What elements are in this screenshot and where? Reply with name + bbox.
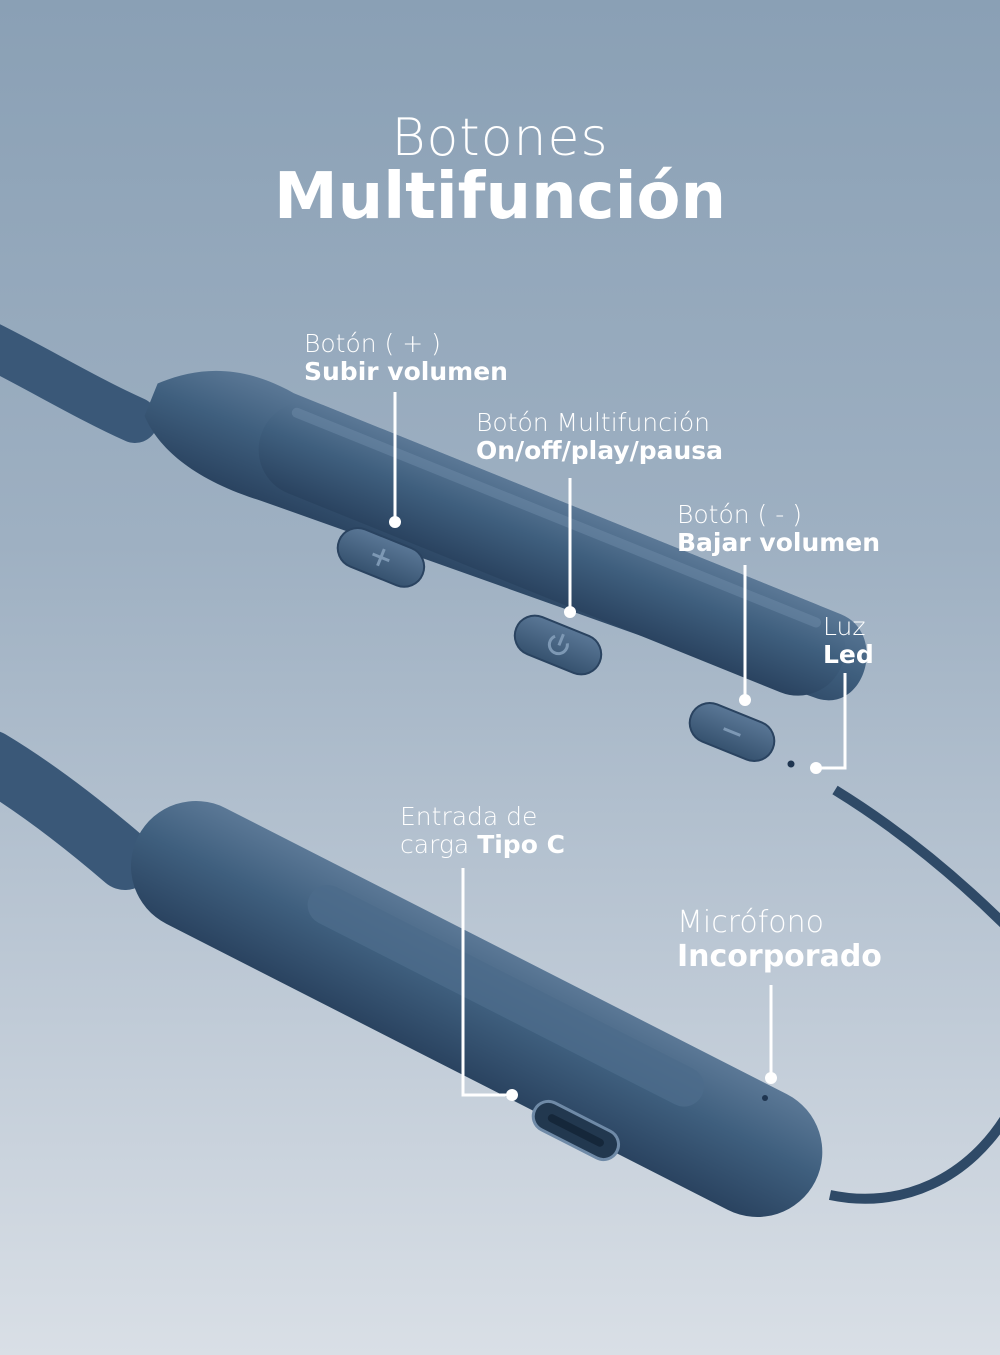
heading-line2: Multifunción <box>273 160 727 234</box>
label-led-line1: Luz <box>823 612 866 641</box>
label-volume-down-line1: Botón ( - ) <box>677 500 802 529</box>
label-volume-up-line2: Subir volumen <box>304 357 508 386</box>
label-volume-up: Botón ( + ) Subir volumen <box>304 330 508 386</box>
power-icon <box>547 633 569 656</box>
plus-icon <box>372 548 390 567</box>
label-multifunction-line2: On/off/play/pausa <box>476 436 724 465</box>
callouts <box>389 392 847 1101</box>
label-microphone-line2: Incorporado <box>677 939 882 974</box>
minus-icon <box>723 727 741 737</box>
callout-charge <box>461 868 512 1097</box>
label-microphone: Micrófono Incorporado <box>677 906 882 974</box>
volume-up-button[interactable] <box>332 522 430 593</box>
label-volume-down: Botón ( - ) Bajar volumen <box>677 501 880 557</box>
label-led-line2: Led <box>823 640 874 669</box>
label-microphone-line1: Micrófono <box>677 905 825 940</box>
upper-controller <box>144 370 867 701</box>
lower-neckband <box>0 731 155 890</box>
label-multifunction-line1: Botón Multifunción <box>476 408 710 437</box>
lower-wire <box>828 1116 1000 1204</box>
callout-led <box>816 673 847 770</box>
label-multifunction: Botón Multifunción On/off/play/pausa <box>476 409 723 465</box>
led-indicator <box>787 760 795 768</box>
upper-wire <box>832 785 1000 928</box>
label-volume-down-line2: Bajar volumen <box>677 528 881 557</box>
label-volume-up-line1: Botón ( + ) <box>304 329 441 358</box>
volume-down-button[interactable] <box>684 697 781 767</box>
label-charging-port: Entrada de carga Tipo C <box>400 803 565 862</box>
label-charging-port-type: Tipo C <box>477 830 565 859</box>
microphone-hole <box>762 1095 768 1101</box>
label-led: Luz Led <box>823 613 874 669</box>
lower-controller <box>130 800 823 1218</box>
usb-c-port <box>531 1099 621 1162</box>
multifunction-button[interactable] <box>509 610 607 681</box>
label-charging-port-prefix: carga <box>400 830 478 859</box>
heading-line1: Botones <box>391 108 609 168</box>
label-charging-port-line2: carga Tipo C <box>400 830 565 859</box>
label-charging-port-line1: Entrada de <box>400 802 538 831</box>
upper-neckband <box>0 324 158 443</box>
